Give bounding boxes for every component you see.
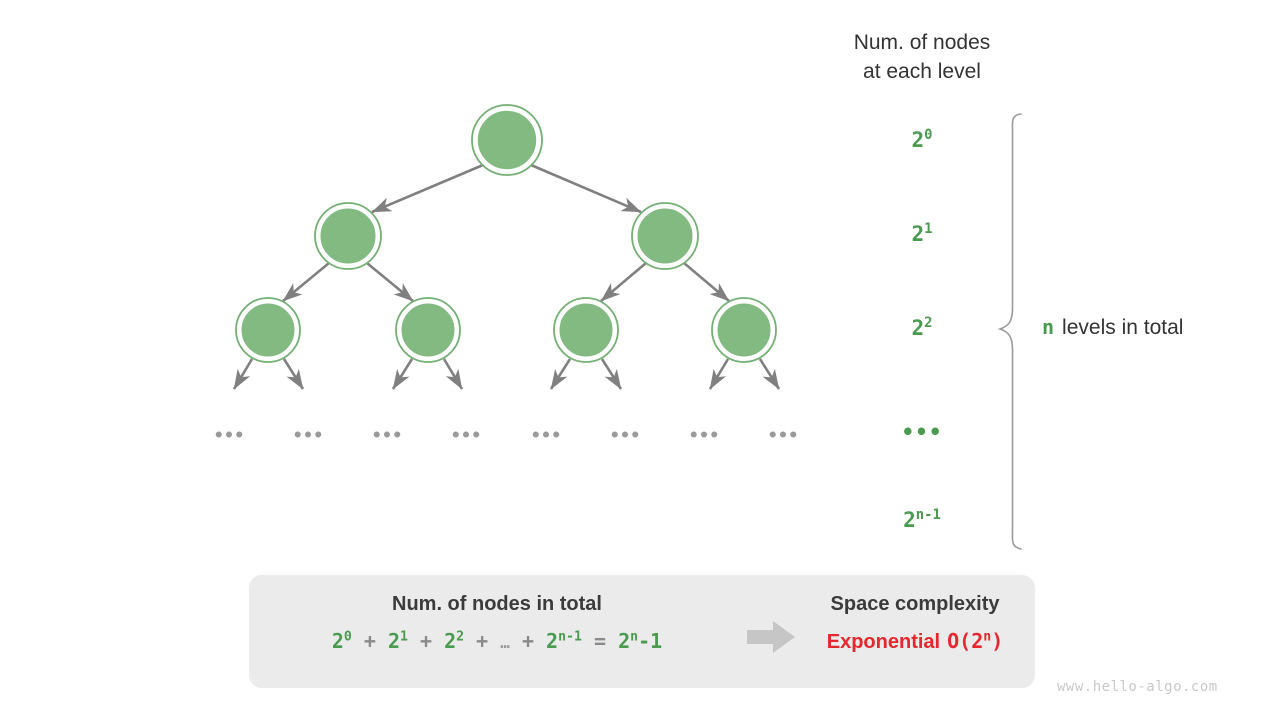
total-levels-text: levels in total [1062,316,1184,339]
binary-tree-graphic: ••• ••• ••• ••• ••• ••• ••• ••• [214,104,799,446]
tree-node[interactable] [553,297,619,363]
tree-edges [232,163,781,390]
tree-nodes [235,104,777,363]
level-label-ellipsis: ••• [901,420,943,444]
total-nodes-formula: 20 + 21 + 22 + … + 2n-1 = 2n-1 [331,629,663,653]
level-column-title: Num. of nodes at each level [853,31,991,83]
total-levels-label: n levels in total [1042,315,1183,340]
leaf-ellipsis: ••• [372,426,403,446]
tree-node[interactable] [711,297,777,363]
level-label-1: 21 [911,221,933,246]
total-nodes-heading: Num. of nodes in total [392,593,602,615]
level-label-last: 2n-1 [903,507,941,532]
right-arrow-icon [747,621,795,653]
tree-node[interactable] [235,297,301,363]
leaf-ellipsis: ••• [451,426,482,446]
tree-node[interactable] [395,297,461,363]
leaf-ellipsis: ••• [689,426,720,446]
summary-left-panel: Num. of nodes in total 20 + 21 + 22 + … … [249,591,745,656]
levels-curly-brace [997,113,1022,550]
leaf-ellipsis: ••• [214,426,245,446]
tree-node[interactable] [631,202,699,270]
leaf-ellipsis: ••• [610,426,641,446]
level-label-2: 22 [911,315,933,340]
leaf-ellipsis: ••• [293,426,324,446]
leaf-ellipsis: ••• [768,426,799,446]
total-levels-symbol: n [1042,315,1055,339]
watermark: www.hello-algo.com [1057,679,1218,695]
leaf-ellipsis: ••• [531,426,562,446]
summary-box: Num. of nodes in total 20 + 21 + 22 + … … [249,575,1035,688]
tree-node-root[interactable] [471,104,543,176]
tree-leaf-ellipses: ••• ••• ••• ••• ••• ••• ••• ••• [214,426,799,446]
level-count-column: Num. of nodes at each level 20 21 22 •••… [842,28,1002,532]
level-label-0: 20 [911,127,933,152]
tree-node[interactable] [314,202,382,270]
space-complexity-heading: Space complexity [830,593,1000,615]
